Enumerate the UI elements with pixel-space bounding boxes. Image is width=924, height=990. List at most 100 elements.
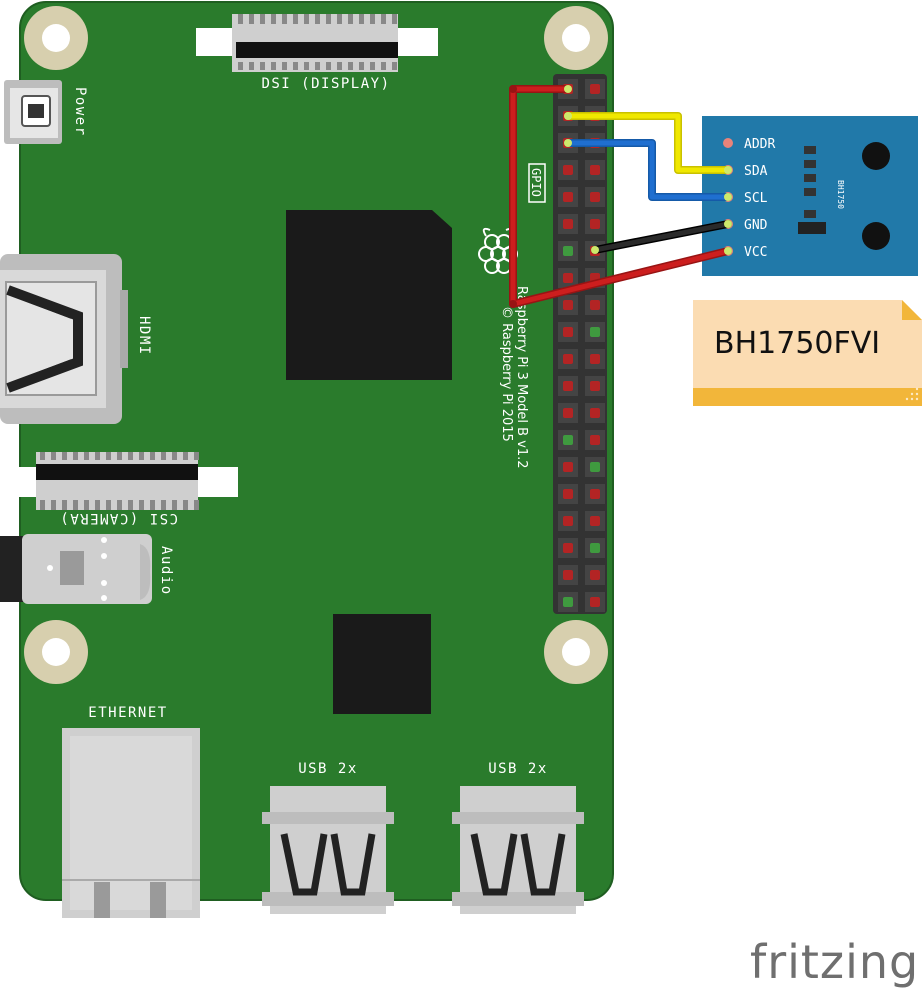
connector-tooth (381, 62, 386, 70)
connector-tooth (304, 14, 309, 24)
usb-port-1 (262, 786, 394, 914)
power-label: Power (72, 87, 88, 137)
csi-connector (0, 452, 238, 510)
note-text: BH1750FVI (714, 326, 880, 361)
gpio-pin-pad (563, 300, 573, 310)
connector-tooth (172, 452, 177, 460)
gpio-pin-pad (563, 354, 573, 364)
connector-tooth (326, 14, 331, 24)
wires (509, 85, 732, 308)
mounting-hole-br (544, 620, 608, 684)
connector-tooth (249, 62, 254, 70)
gpio-label-box (528, 163, 546, 203)
gpio-pin-pad (563, 489, 573, 499)
pin-label-addr: ADDR (744, 137, 775, 152)
addr-pin (723, 138, 733, 148)
gpio-pin-pad (590, 327, 600, 337)
gpio-pin-pad (590, 219, 600, 229)
dsi-connector (196, 14, 438, 72)
gpio-pin-pad (590, 408, 600, 418)
connector-tooth (183, 500, 188, 510)
gpio-header (553, 74, 607, 614)
connector-tooth (337, 14, 342, 24)
hdmi-label: HDMI (136, 316, 152, 356)
audio-jack (0, 534, 152, 604)
connector-tooth (117, 500, 122, 510)
connector-tooth (271, 14, 276, 24)
dsi-label: DSI (DISPLAY) (261, 76, 390, 92)
connector-tooth (315, 62, 320, 70)
gpio-pin-pad (563, 462, 573, 472)
gpio-pin-pad (563, 543, 573, 553)
gpio-pin-pad (590, 570, 600, 580)
copyright-label: © Raspberry Pi 2015 (499, 306, 514, 442)
connector-tooth (95, 452, 100, 460)
gpio-pin-pad (590, 516, 600, 526)
usb-port-2 (452, 786, 584, 914)
pin-label-scl: SCL (744, 191, 768, 206)
connector-tooth (73, 500, 78, 510)
csi-label: CSI (CAMERA) (59, 510, 178, 526)
mounting-hole-tl (24, 6, 88, 70)
connector-tooth (62, 452, 67, 460)
connector-tooth (348, 62, 353, 70)
connector-tooth (370, 14, 375, 24)
pin-label-sda: SDA (744, 164, 768, 179)
mounting-hole-bl (24, 620, 88, 684)
model-label: Raspberry Pi 3 Model B v1.2 (514, 286, 529, 469)
connector-tooth (293, 14, 298, 24)
connector-tooth (62, 500, 67, 510)
connector-tooth (161, 500, 166, 510)
connector-tooth (84, 500, 89, 510)
connector-tooth (194, 452, 199, 460)
gpio-pin-pad (590, 597, 600, 607)
bh1750-sensor: BH1750 ADDR SDA SCL GND VCC (702, 116, 918, 276)
gpio-pin-pad (563, 327, 573, 337)
connector-tooth (381, 14, 386, 24)
gpio-pin-pad (563, 219, 573, 229)
connector-tooth (172, 500, 177, 510)
connector-tooth (260, 62, 265, 70)
gpio-pin-pad (563, 381, 573, 391)
connector-tooth (128, 452, 133, 460)
sensor-chip (798, 222, 826, 234)
connector-tooth (249, 14, 254, 24)
lan-chip (333, 614, 431, 714)
gpio-pin-pad (563, 192, 573, 202)
pin-label-vcc: VCC (744, 245, 767, 260)
connector-tooth (40, 452, 45, 460)
soc-chip (286, 210, 452, 380)
audio-label: Audio (158, 546, 174, 596)
connector-tooth (238, 62, 243, 70)
connector-tooth (139, 452, 144, 460)
connector-tooth (359, 62, 364, 70)
connector-tooth (315, 14, 320, 24)
connector-tooth (271, 62, 276, 70)
connector-tooth (392, 14, 397, 24)
connector-tooth (139, 500, 144, 510)
gpio-pin-pad (563, 435, 573, 445)
connector-tooth (117, 452, 122, 460)
gpio-label: GPIO (529, 168, 543, 197)
ethernet-label: ETHERNET (88, 705, 167, 721)
gpio-pin-pad (590, 192, 600, 202)
pin-label-gnd: GND (744, 218, 768, 233)
mounting-hole-tr (544, 6, 608, 70)
part-note: BH1750FVI (693, 300, 922, 406)
connector-tooth (183, 452, 188, 460)
connector-tooth (194, 500, 199, 510)
connector-tooth (337, 62, 342, 70)
gpio-pin-pad (590, 543, 600, 553)
connector-tooth (293, 62, 298, 70)
connector-tooth (260, 14, 265, 24)
gpio-pin-pad (590, 435, 600, 445)
connector-tooth (392, 62, 397, 70)
sensor-chip-label: BH1750 (836, 180, 845, 209)
gpio-pin-pad (590, 489, 600, 499)
gpio-pin-pad (590, 381, 600, 391)
connector-tooth (84, 452, 89, 460)
gpio-pin-pad (563, 516, 573, 526)
gpio-pin-pad (590, 462, 600, 472)
connector-tooth (238, 14, 243, 24)
